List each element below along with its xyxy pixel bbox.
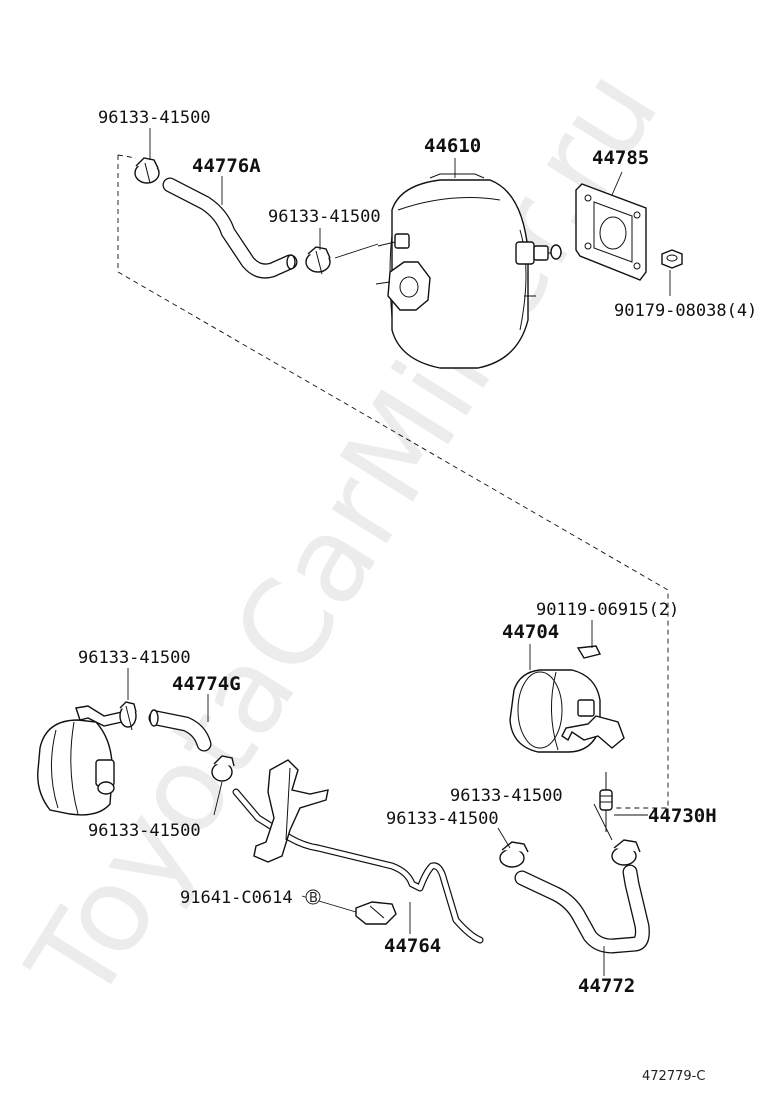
vacuum-pump-part bbox=[509, 645, 625, 753]
label-clip: 91641-C0614 bbox=[180, 888, 293, 908]
hose-upper-part bbox=[162, 177, 298, 279]
clamp-left-lower-part bbox=[211, 755, 235, 782]
clamp-right-upper-part bbox=[611, 839, 641, 866]
label-gasket: 44785 bbox=[592, 147, 649, 169]
label-vacuum-pump: 44704 bbox=[502, 621, 559, 643]
label-hose-right: 44772 bbox=[578, 975, 635, 997]
label-check-valve: 44730H bbox=[648, 805, 717, 827]
pipe-assy-part bbox=[232, 759, 484, 944]
label-clamp-right-lower: 96133-41500 bbox=[386, 809, 499, 829]
label-hose-left: 44774G bbox=[172, 673, 241, 695]
brake-booster-part bbox=[375, 173, 562, 369]
label-clamp-right-upper: 96133-41500 bbox=[450, 786, 563, 806]
label-clamp-left: 96133-41500 bbox=[78, 648, 191, 668]
hose-left-part bbox=[148, 709, 212, 752]
label-clamp-top-left: 96133-41500 bbox=[98, 108, 211, 128]
hose-right-part bbox=[514, 864, 650, 954]
clamp-right-lower-part bbox=[499, 841, 529, 868]
clamp-top-left-part bbox=[134, 157, 160, 184]
label-nut: 90179-08038(4) bbox=[614, 301, 757, 321]
label-bolt: 90119-06915(2) bbox=[536, 600, 679, 620]
label-clamp-left-lower: 96133-41500 bbox=[88, 821, 201, 841]
gasket-part bbox=[575, 183, 647, 281]
label-booster: 44610 bbox=[424, 135, 481, 157]
label-hose-upper: 44776A bbox=[192, 155, 261, 177]
clip-marker-circle bbox=[305, 889, 321, 905]
clip-marker-letter: B bbox=[309, 891, 318, 906]
nut-part bbox=[661, 249, 683, 269]
clamp-top-mid-part bbox=[305, 246, 331, 275]
figure-reference: 472779-C bbox=[642, 1069, 705, 1084]
check-valve-part bbox=[599, 772, 613, 832]
label-clamp-top-mid: 96133-41500 bbox=[268, 207, 381, 227]
label-pipe-assy: 44764 bbox=[384, 935, 441, 957]
clamp-left-part bbox=[119, 701, 137, 731]
vacuum-canister-left-part bbox=[37, 705, 123, 816]
